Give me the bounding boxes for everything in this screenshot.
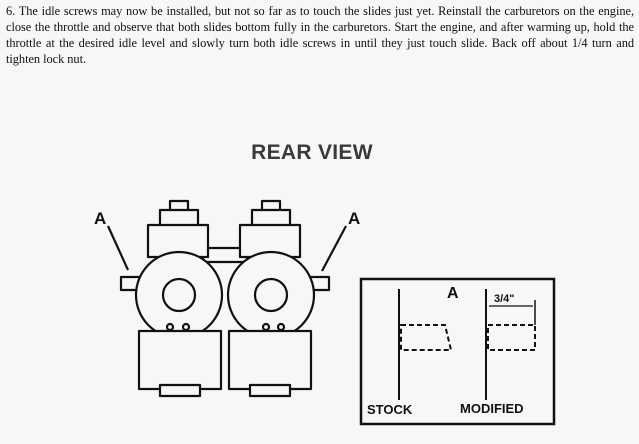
modified-label: MODIFIED	[460, 401, 524, 416]
callout-left-label: A	[94, 209, 106, 228]
leader-right	[321, 225, 347, 272]
slide-comparison-inset	[359, 277, 556, 426]
leader-left	[106, 225, 130, 271]
carburetor-left	[119, 199, 224, 398]
inset-callout-label: A	[447, 285, 459, 302]
stock-slide-cutaway	[400, 324, 453, 351]
stock-label: STOCK	[367, 402, 413, 417]
modified-slide-cutaway	[487, 324, 536, 351]
dimension-label: 3/4"	[494, 293, 515, 305]
callout-right-label: A	[348, 209, 360, 228]
carburetor-right	[226, 199, 331, 398]
instruction-paragraph: 6. The idle screws may now be installed,…	[6, 4, 634, 66]
figure-title: REAR VIEW	[251, 141, 373, 164]
inset-frame	[359, 277, 556, 426]
